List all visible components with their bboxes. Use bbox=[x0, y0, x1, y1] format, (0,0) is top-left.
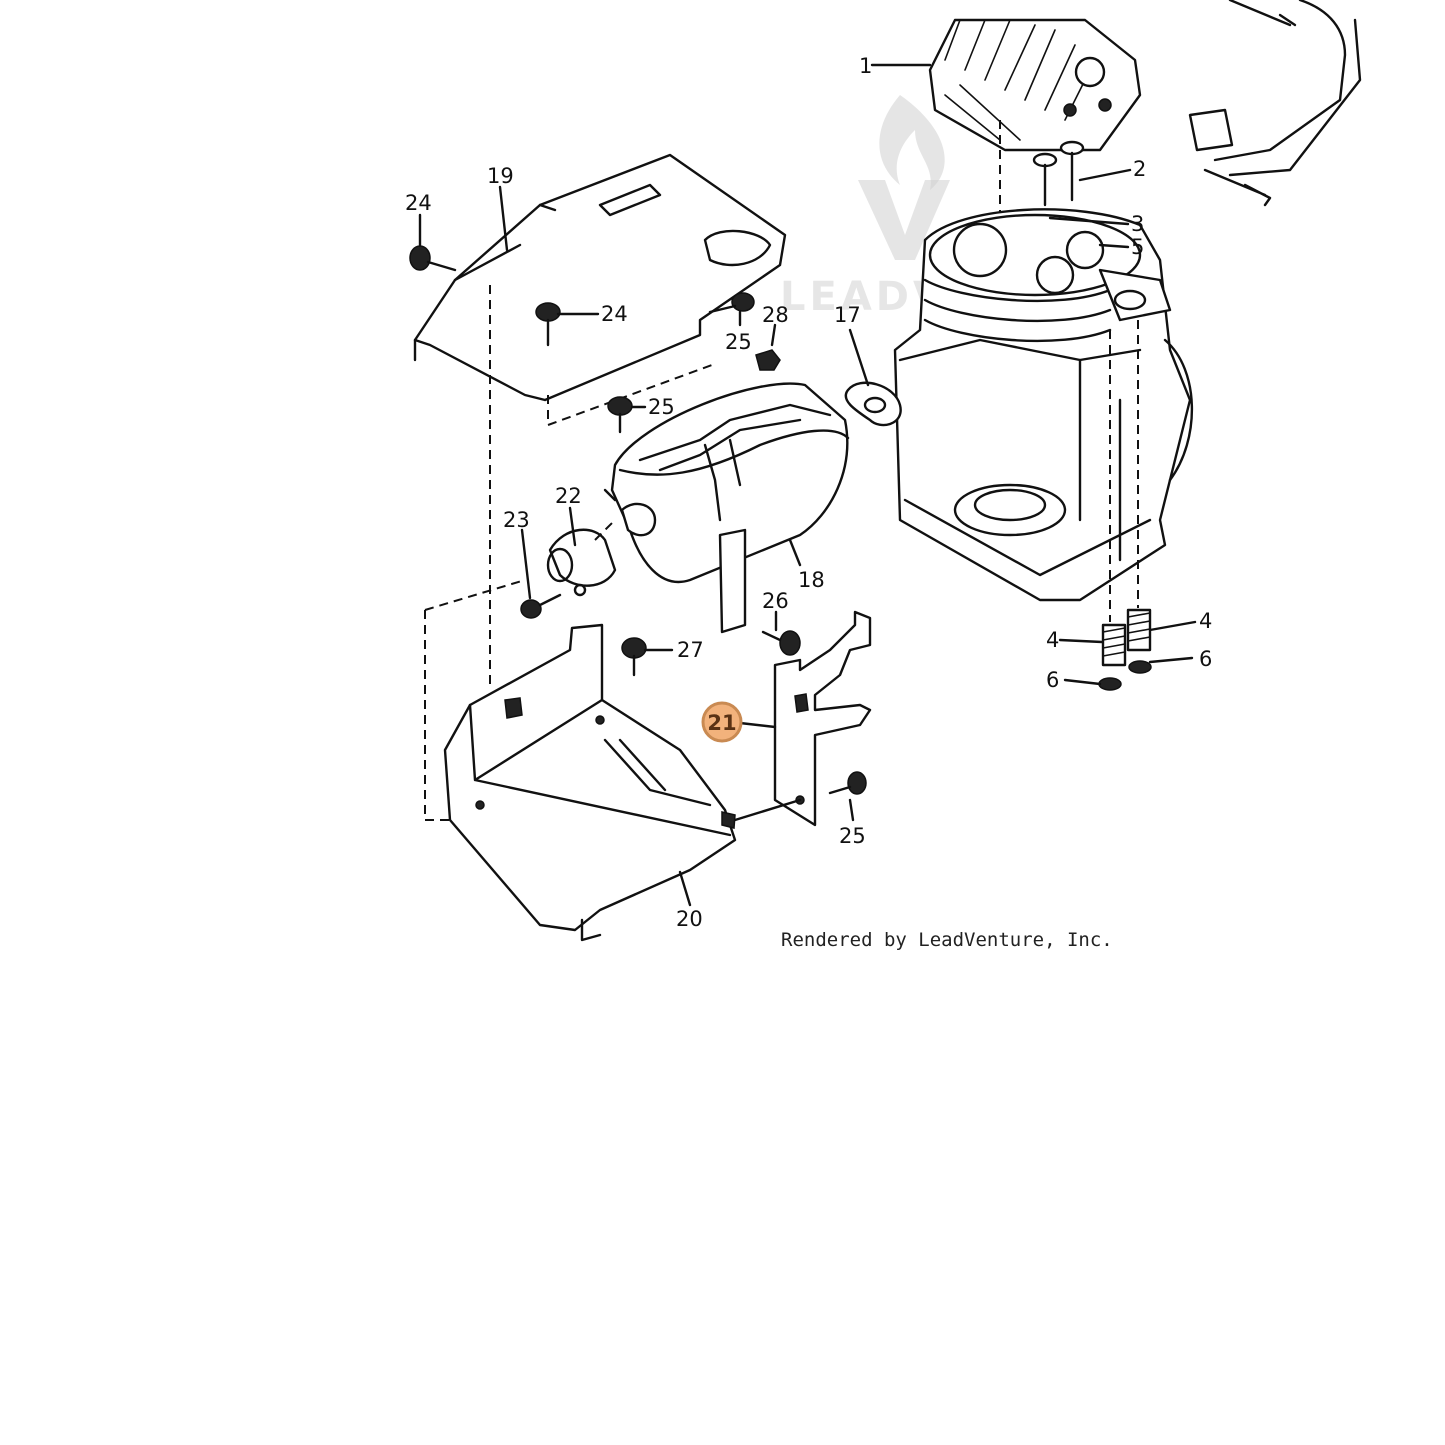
callout-labels: 1 2 3 5 17 19 24 24 25 28 25 22 23 18 26… bbox=[405, 54, 1212, 931]
callout-25-middle[interactable]: 25 bbox=[648, 395, 675, 419]
callout-17[interactable]: 17 bbox=[834, 303, 861, 327]
bolt-25-bottom bbox=[828, 771, 867, 795]
part-cylinder-head bbox=[928, 18, 1142, 152]
callout-23[interactable]: 23 bbox=[503, 508, 530, 532]
part-upper-heat-shield bbox=[413, 153, 787, 820]
bolt-27 bbox=[621, 637, 647, 677]
callout-5[interactable]: 5 bbox=[1131, 235, 1144, 259]
bolt-26 bbox=[761, 630, 801, 656]
callout-26[interactable]: 26 bbox=[762, 589, 789, 613]
callout-4-left[interactable]: 4 bbox=[1046, 628, 1059, 652]
leader-lines bbox=[418, 63, 1197, 907]
callout-6-right[interactable]: 6 bbox=[1199, 647, 1212, 671]
bolt-24-lower bbox=[535, 302, 561, 347]
part-spark-arrestor bbox=[546, 519, 617, 597]
callout-20[interactable]: 20 bbox=[676, 907, 703, 931]
nut-28 bbox=[755, 349, 781, 371]
callout-25-top[interactable]: 25 bbox=[725, 330, 752, 354]
callout-22[interactable]: 22 bbox=[555, 484, 582, 508]
callout-25-bottom[interactable]: 25 bbox=[839, 824, 866, 848]
callout-4-right[interactable]: 4 bbox=[1199, 609, 1212, 633]
render-credit: Rendered by LeadVenture, Inc. bbox=[781, 929, 1113, 951]
callout-19[interactable]: 19 bbox=[487, 164, 514, 188]
callout-2[interactable]: 2 bbox=[1133, 157, 1146, 181]
callout-1[interactable]: 1 bbox=[859, 54, 872, 78]
part-muffler-bracket bbox=[733, 610, 872, 827]
callout-21[interactable]: 21 bbox=[707, 711, 736, 735]
callout-28[interactable]: 28 bbox=[762, 303, 789, 327]
callout-6-left[interactable]: 6 bbox=[1046, 668, 1059, 692]
bolt-23 bbox=[520, 593, 562, 619]
bolt-24-upper bbox=[409, 245, 457, 272]
part-engine-block bbox=[893, 208, 1194, 602]
part-exhaust-pipe bbox=[1188, 0, 1362, 207]
part-lower-heat-shield bbox=[424, 579, 737, 942]
part-valve-springs bbox=[1098, 320, 1152, 691]
bolt-25-top bbox=[708, 292, 755, 314]
bolt-25-middle bbox=[607, 396, 633, 434]
callout-18[interactable]: 18 bbox=[798, 568, 825, 592]
callout-27[interactable]: 27 bbox=[677, 638, 704, 662]
callout-3[interactable]: 3 bbox=[1131, 212, 1144, 236]
part-bolts bbox=[409, 245, 867, 795]
part-muffler bbox=[603, 382, 850, 634]
callout-24-upper[interactable]: 24 bbox=[405, 191, 432, 215]
highlighted-callout-21[interactable]: 21 bbox=[701, 701, 743, 743]
callout-24-lower[interactable]: 24 bbox=[601, 302, 628, 326]
part-exhaust-gasket bbox=[844, 381, 902, 427]
